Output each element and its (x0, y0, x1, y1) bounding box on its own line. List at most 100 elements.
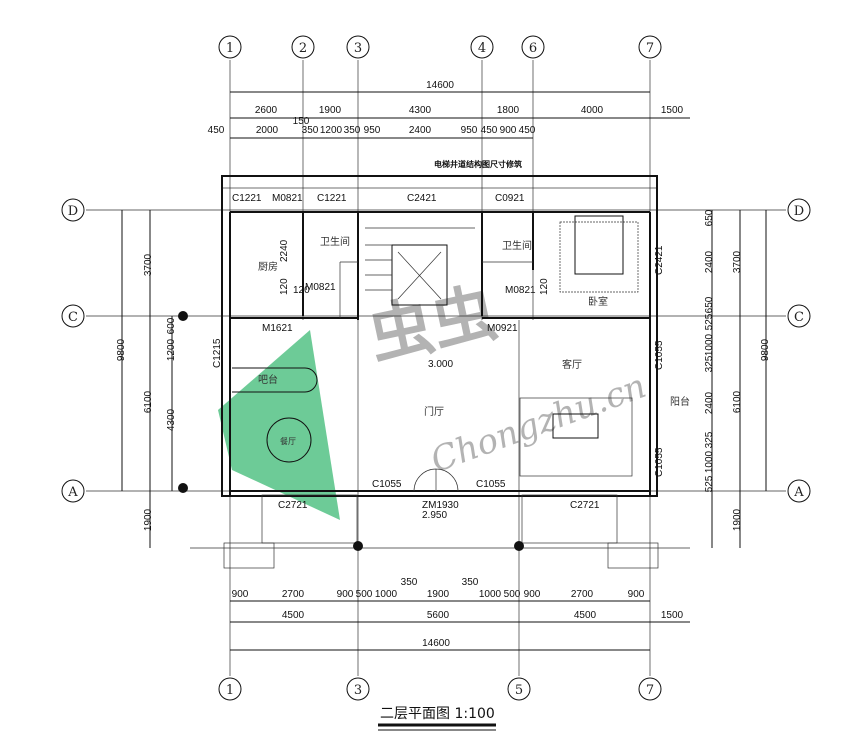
room-labels: 厨房 卫生间 卫生间 卧室 吧台 门厅 客厅 阳台 餐厅 3.000 2.950 (258, 235, 690, 521)
svg-text:C1055: C1055 (654, 447, 665, 477)
svg-text:1000: 1000 (704, 450, 715, 473)
svg-text:C: C (794, 310, 804, 325)
svg-text:ZM1930: ZM1930 (422, 500, 459, 511)
svg-text:6100: 6100 (143, 390, 154, 413)
svg-text:C1055: C1055 (654, 340, 665, 370)
svg-text:2600: 2600 (255, 105, 278, 116)
svg-text:卫生间: 卫生间 (502, 239, 532, 252)
svg-text:吧台: 吧台 (258, 373, 278, 386)
svg-text:C1221: C1221 (317, 193, 347, 204)
svg-text:1000: 1000 (479, 589, 502, 600)
svg-text:9800: 9800 (760, 338, 771, 361)
svg-text:1200: 1200 (166, 338, 177, 361)
svg-text:6100: 6100 (732, 390, 743, 413)
svg-text:2.950: 2.950 (422, 510, 447, 521)
svg-text:2240: 2240 (279, 239, 290, 262)
dimensions-bottom: 900 2700 900 500 1000 350 1900 350 1000 … (230, 577, 690, 651)
svg-text:电梯井道结构图尺寸修筑: 电梯井道结构图尺寸修筑 (434, 159, 522, 169)
svg-text:500: 500 (356, 589, 373, 600)
svg-text:2700: 2700 (571, 589, 594, 600)
svg-text:1900: 1900 (143, 508, 154, 531)
dimensions-top: 14600 2600 1900 4300 1800 4000 1500 450 … (208, 80, 690, 169)
svg-text:2400: 2400 (704, 250, 715, 273)
svg-text:客厅: 客厅 (562, 358, 582, 371)
svg-text:卧室: 卧室 (588, 295, 608, 308)
svg-text:325: 325 (704, 431, 715, 448)
svg-text:1800: 1800 (497, 105, 520, 116)
svg-text:600: 600 (166, 317, 177, 334)
opening-labels: C1221 M0821 C1221 C2421 C0921 M0821 M082… (212, 193, 665, 511)
svg-text:450: 450 (208, 125, 225, 136)
svg-text:C2421: C2421 (654, 245, 665, 275)
svg-text:C2721: C2721 (570, 500, 600, 511)
drawing-title: 二层平面图 1:100 (378, 706, 496, 731)
svg-text:Chongzhu.cn: Chongzhu.cn (426, 366, 652, 481)
svg-text:525: 525 (704, 313, 715, 330)
svg-text:950: 950 (461, 125, 478, 136)
svg-text:3.000: 3.000 (428, 359, 453, 370)
svg-text:350: 350 (401, 577, 418, 588)
svg-text:14600: 14600 (422, 638, 450, 649)
svg-text:C1215: C1215 (212, 338, 223, 368)
svg-text:C1055: C1055 (372, 479, 402, 490)
svg-text:2400: 2400 (409, 125, 432, 136)
svg-text:450: 450 (519, 125, 536, 136)
svg-text:650: 650 (704, 209, 715, 226)
svg-text:3: 3 (354, 41, 362, 56)
svg-text:门厅: 门厅 (424, 405, 444, 418)
svg-text:4300: 4300 (409, 105, 432, 116)
svg-text:1000: 1000 (704, 333, 715, 356)
svg-text:2700: 2700 (282, 589, 305, 600)
svg-text:7: 7 (646, 41, 654, 56)
svg-text:9800: 9800 (116, 338, 127, 361)
svg-text:900: 900 (232, 589, 249, 600)
svg-text:5600: 5600 (427, 610, 450, 621)
svg-text:150: 150 (293, 116, 310, 127)
svg-text:4500: 4500 (282, 610, 305, 621)
svg-text:6: 6 (529, 41, 537, 56)
svg-text:900: 900 (628, 589, 645, 600)
svg-text:C1055: C1055 (476, 479, 506, 490)
svg-text:900: 900 (500, 125, 517, 136)
svg-text:M0821: M0821 (305, 282, 336, 293)
svg-text:525: 525 (704, 475, 715, 492)
walls (178, 175, 690, 569)
svg-text:1: 1 (226, 41, 234, 56)
svg-text:950: 950 (364, 125, 381, 136)
svg-text:1900: 1900 (732, 508, 743, 531)
svg-text:A: A (793, 485, 804, 500)
axis-bubbles-bottom: 1 3 5 7 (218, 677, 662, 701)
svg-text:4300: 4300 (166, 408, 177, 431)
svg-text:3: 3 (354, 683, 362, 698)
svg-text:2: 2 (299, 41, 307, 56)
svg-text:1900: 1900 (319, 105, 342, 116)
svg-text:350: 350 (302, 125, 319, 136)
watermark: 虫虫 Chongzhu.cn (218, 275, 651, 520)
axis-bubbles-rows: D C A D C A (61, 198, 811, 503)
svg-text:1: 1 (226, 683, 234, 698)
svg-text:120: 120 (279, 278, 290, 295)
svg-text:厨房: 厨房 (258, 260, 278, 273)
svg-text:餐厅: 餐厅 (280, 437, 296, 446)
svg-text:1500: 1500 (661, 105, 684, 116)
svg-text:C2421: C2421 (407, 193, 437, 204)
svg-text:A: A (67, 485, 78, 500)
svg-text:4000: 4000 (581, 105, 604, 116)
svg-text:2000: 2000 (256, 125, 279, 136)
svg-text:1500: 1500 (661, 610, 684, 621)
dimensions-left: 3700 9800 1200 600 6100 4300 1900 (116, 210, 177, 548)
svg-text:1000: 1000 (375, 589, 398, 600)
svg-text:1900: 1900 (427, 589, 450, 600)
svg-text:5: 5 (515, 683, 523, 698)
svg-text:120: 120 (539, 278, 550, 295)
svg-text:阳台: 阳台 (670, 395, 690, 408)
svg-text:650: 650 (704, 296, 715, 313)
svg-text:3700: 3700 (732, 250, 743, 273)
svg-text:M0921: M0921 (487, 323, 518, 334)
svg-text:C1221: C1221 (232, 193, 262, 204)
svg-text:500: 500 (504, 589, 521, 600)
svg-text:1200: 1200 (320, 125, 343, 136)
svg-text:4500: 4500 (574, 610, 597, 621)
svg-text:325: 325 (704, 355, 715, 372)
svg-text:二层平面图 1:100: 二层平面图 1:100 (380, 706, 495, 722)
